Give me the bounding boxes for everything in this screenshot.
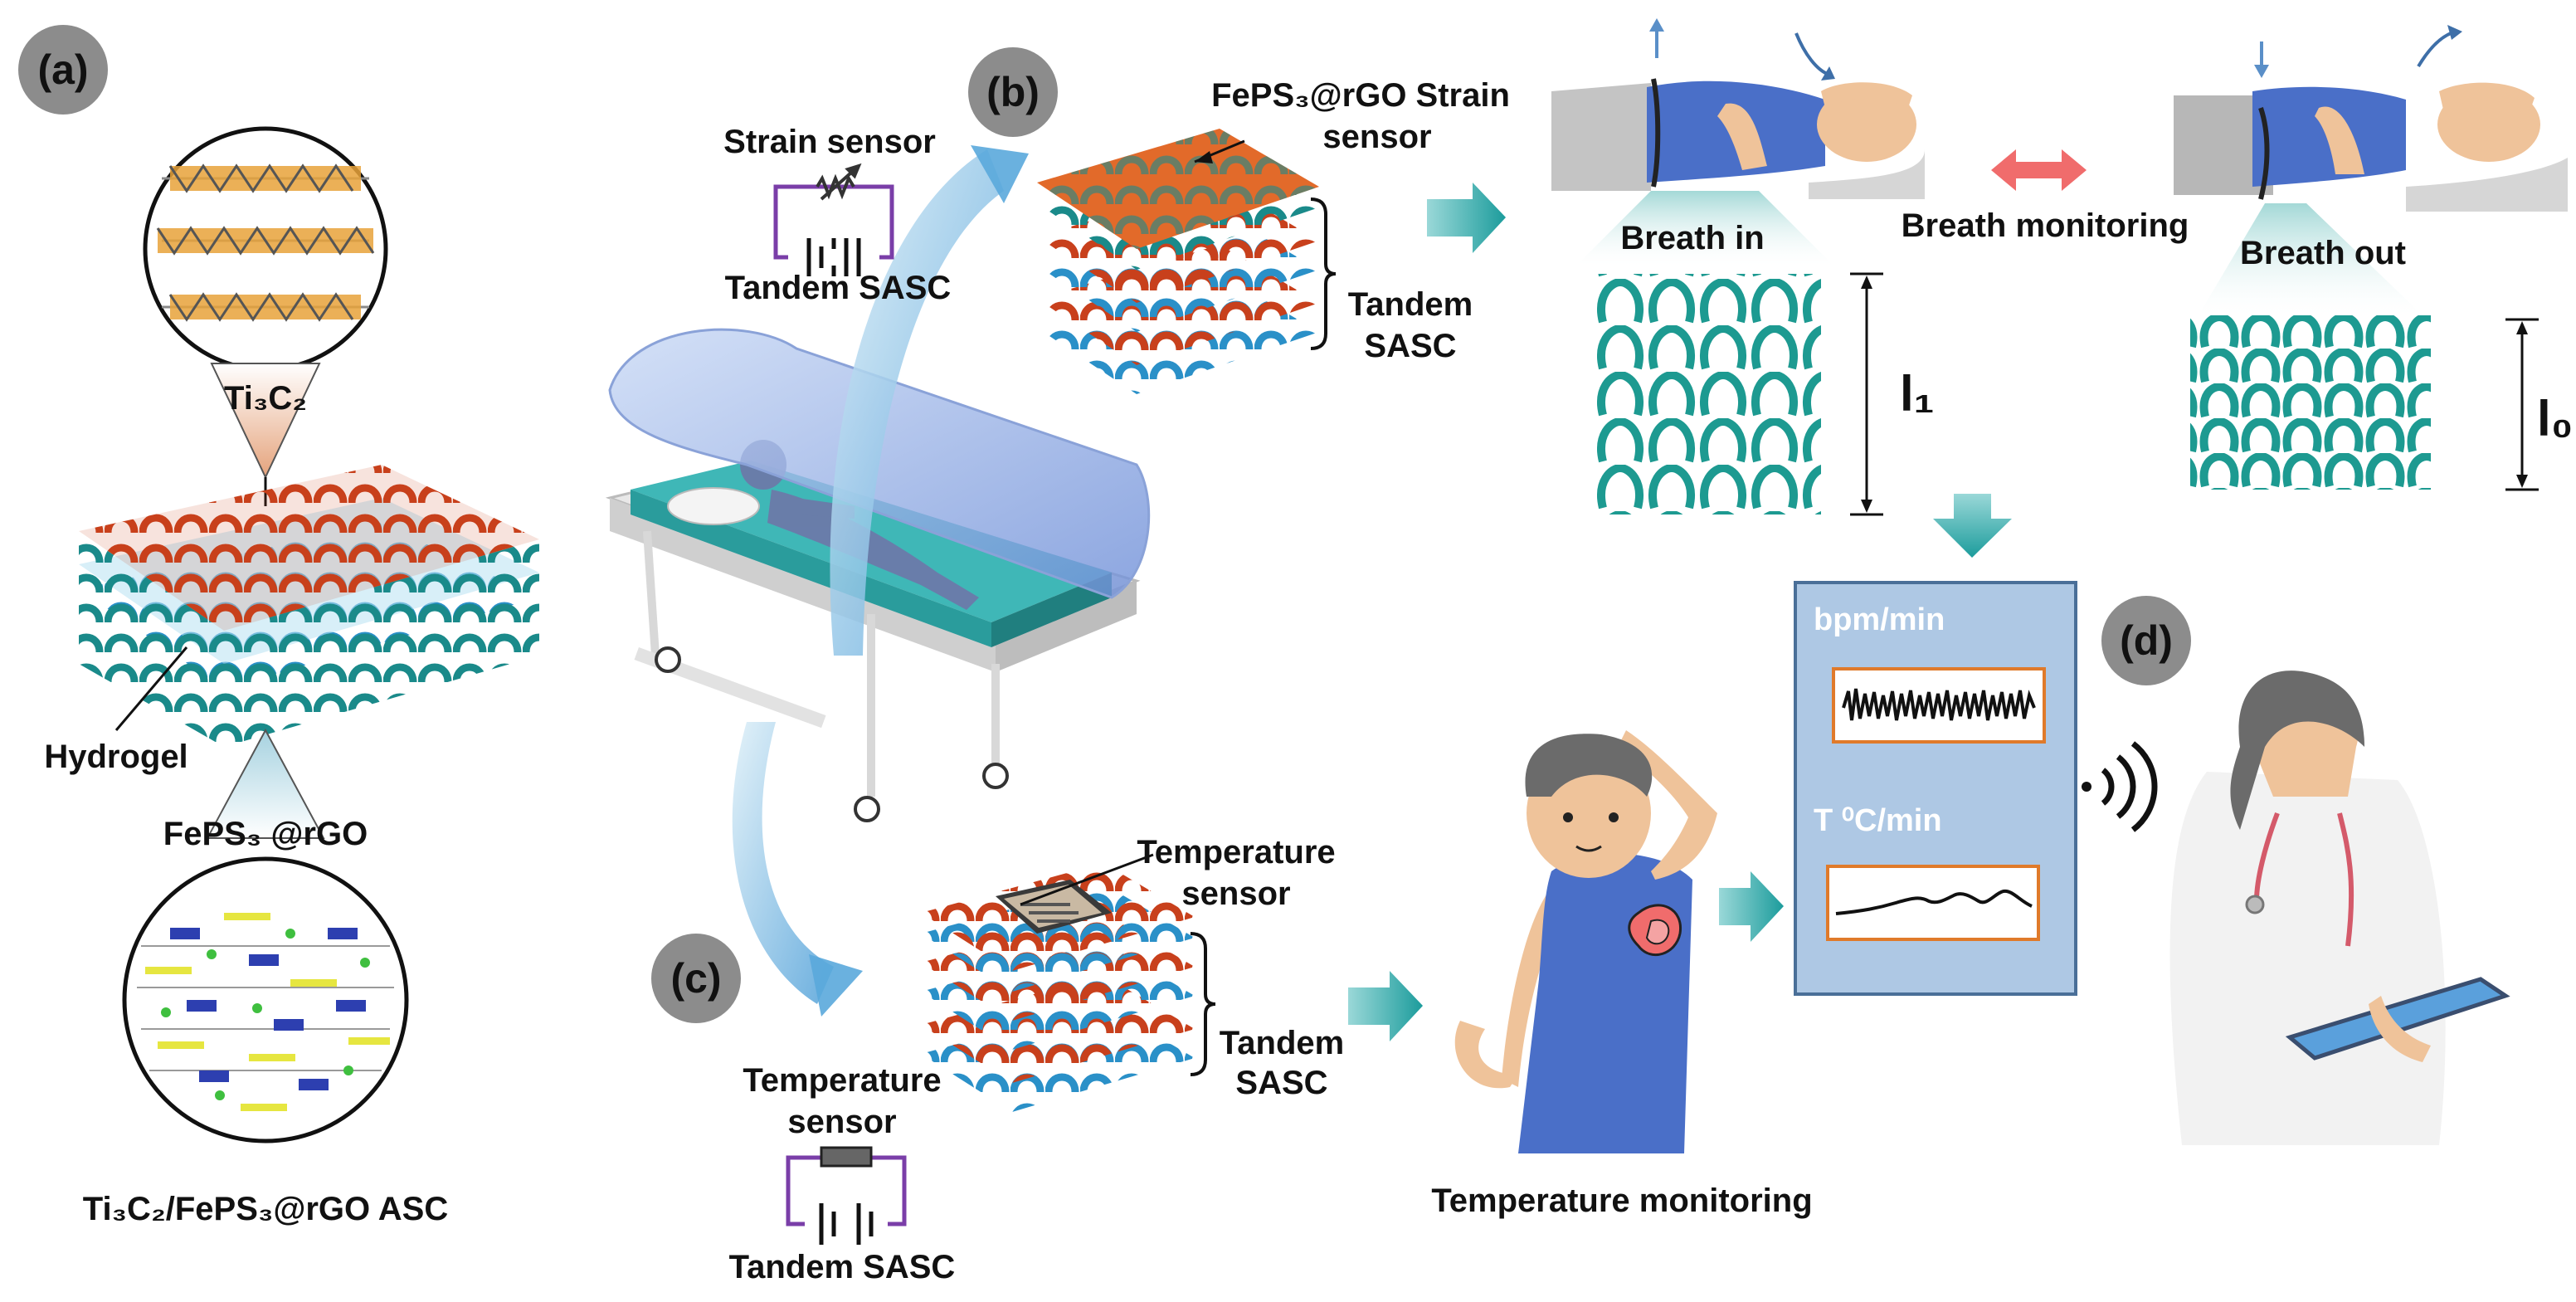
temperature-sensor-stack <box>921 863 1195 1112</box>
panel-d-badge: (d) <box>2101 596 2191 685</box>
temperature-circuit-label-2: sensor <box>787 1104 896 1140</box>
teal-arrow-to-monitor <box>1719 871 1784 942</box>
fepsrgo-crystal-structure-icon <box>137 913 394 1111</box>
temperature-monitoring-label: Temperature monitoring <box>1431 1183 1812 1219</box>
tandem-brace-c <box>1190 932 1216 1076</box>
tandem-sasc-circuit-label-b: Tandem SASC <box>725 270 952 306</box>
strain-sensor-stack <box>1037 129 1319 394</box>
strain-resistor-icon <box>816 163 862 201</box>
strain-sensor-stack-label-1: FePS₃@rGO Strain <box>1211 77 1510 114</box>
breath-out-person-icon <box>2174 82 2568 212</box>
panel-b-badge: (b) <box>968 47 1058 137</box>
breath-double-arrow <box>1991 149 2087 191</box>
strain-sensor-stack-label-2: sensor <box>1322 119 1431 155</box>
temperature-signal-box <box>1826 865 2040 941</box>
tandem-label-b-1: Tandem <box>1348 286 1473 323</box>
fepsrgo-label: FePS₃ @rGO <box>163 816 368 852</box>
teal-arrow-b <box>1427 183 1506 253</box>
relaxed-knit-pattern <box>2190 315 2431 490</box>
temperature-resistor-icon <box>820 1146 873 1168</box>
tandem-label-c-1: Tandem <box>1220 1025 1344 1061</box>
breath-monitoring-section <box>1551 18 2568 558</box>
l1-dimension-marker <box>1850 272 1883 516</box>
doctor-figure-icon <box>2169 671 2510 1145</box>
bpm-label: bpm/min <box>1814 602 1945 637</box>
panel-a-badge: (a) <box>18 25 108 115</box>
bpm-signal-box <box>1832 667 2046 744</box>
asc-fabric-illustration <box>79 465 539 747</box>
monitor-panel: bpm/min T ⁰C/min <box>1794 581 2077 996</box>
breath-out-label: Breath out <box>2240 235 2406 271</box>
hydrogel-label: Hydrogel <box>44 739 187 775</box>
strain-sensor-circuit-label: Strain sensor <box>723 124 936 160</box>
l1-label: l₁ <box>1900 366 1934 422</box>
curve-arrow-to-c <box>732 722 834 1004</box>
hydrogel-pointer-line <box>114 646 188 731</box>
ti3c2-crystal-structure-icon <box>156 163 375 322</box>
ti3c2-zoom-cone <box>210 363 321 480</box>
boy-figure-icon <box>1454 730 1717 1153</box>
breath-in-label: Breath in <box>1620 220 1764 256</box>
panel-c-badge: (c) <box>651 934 741 1023</box>
asc-caption: Ti₃C₂/FePS₃@rGO ASC <box>83 1191 449 1227</box>
temperature-chip-icon <box>996 880 1112 934</box>
wifi-signal-icon <box>2082 741 2158 832</box>
curve-arrow-to-b <box>830 149 1004 656</box>
breath-in-person-icon <box>1551 78 1925 199</box>
temperature-circuit-label-1: Temperature <box>743 1062 941 1099</box>
fepsrgo-zoom-cone <box>206 728 325 839</box>
teal-arrow-c <box>1348 971 1423 1041</box>
temperature-sensor-label-1: Temperature <box>1137 834 1335 870</box>
panel-b <box>773 129 1506 394</box>
bpm-waveform <box>1842 688 2036 721</box>
breath-monitoring-label: Breath monitoring <box>1902 207 2189 244</box>
ti3c2-label: Ti₃C₂ <box>224 380 307 417</box>
tablet-icon <box>2285 977 2510 1061</box>
tandem-label-b-2: SASC <box>1364 328 1456 364</box>
tandem-sasc-circuit-label-c: Tandem SASC <box>729 1249 956 1285</box>
temperature-sensor-label-2: sensor <box>1181 875 1290 912</box>
panel-c <box>786 853 1423 1245</box>
l0-dimension-marker <box>2505 318 2539 491</box>
tandem-label-c-2: SASC <box>1235 1065 1327 1101</box>
panel-a <box>79 126 539 1144</box>
l0-label: l₀ <box>2537 391 2574 446</box>
temperature-waveform <box>1835 889 2033 915</box>
temperature-rate-label: T ⁰C/min <box>1814 803 1942 838</box>
teal-arrow-down <box>1933 494 2012 558</box>
tandem-brace-b <box>1310 197 1337 350</box>
stretched-knit-pattern <box>1597 274 1821 514</box>
